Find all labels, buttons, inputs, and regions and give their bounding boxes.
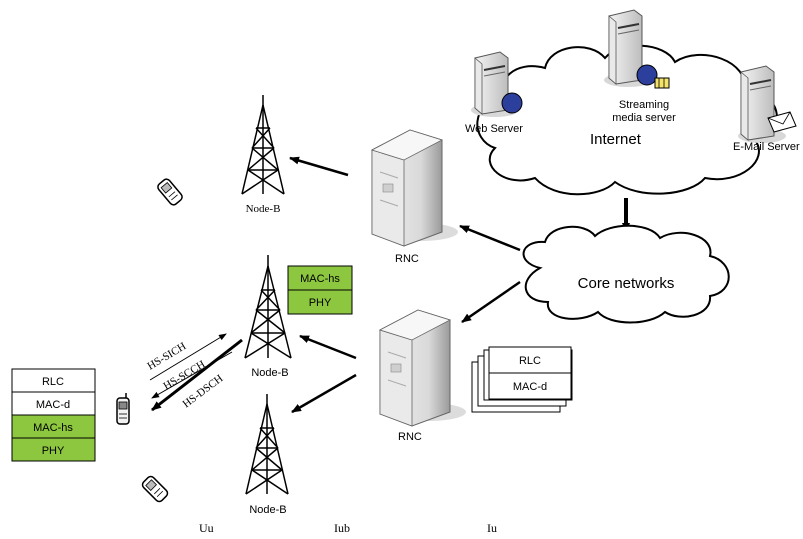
ue-stack: RLC MAC-d MAC-hs PHY <box>11 368 96 462</box>
interface-uu-label: Uu <box>199 521 214 535</box>
streaming-server-icon <box>604 9 670 89</box>
phone-top-icon <box>157 178 183 206</box>
node-b-middle-label: Node-B <box>251 367 288 379</box>
arrow-hs-sich <box>149 333 227 381</box>
email-server-label: E-Mail Server <box>733 141 800 153</box>
arrow-core-rnc-top <box>459 224 521 252</box>
core-networks-cloud <box>522 224 730 324</box>
arrow-rnc-nodeb-top <box>289 156 349 177</box>
rnc-layer-rlc-box <box>488 346 572 374</box>
interface-iub-label: Iub <box>334 521 350 535</box>
node-b-layer-machs-box <box>287 265 353 291</box>
rnc-layer-rlc: RLC <box>519 355 541 367</box>
web-server-label: Web Server <box>465 123 523 135</box>
tower-middle-icon <box>244 255 292 359</box>
rnc-bottom-label: RNC <box>398 431 422 443</box>
ue-layer-macd: MAC-d <box>36 399 70 411</box>
arrow-hs-dsch <box>151 338 243 412</box>
email-server-icon <box>738 65 797 143</box>
streaming-server-label-line2: media server <box>612 112 676 124</box>
web-server-icon <box>471 51 523 117</box>
node-b-stack: MAC-hs PHY <box>287 265 353 315</box>
tower-bottom-icon <box>245 394 289 495</box>
node-b-bottom-label: Node-B <box>249 504 286 516</box>
ue-layer-rlc: RLC <box>42 376 64 388</box>
phone-middle-icon <box>116 393 130 425</box>
node-b-layer-phy-box <box>287 289 353 315</box>
node-b-layer-machs: MAC-hs <box>300 273 340 285</box>
rnc-stack: RLC MAC-d <box>488 346 572 400</box>
rnc-top-icon <box>370 129 458 247</box>
internet-label: Internet <box>590 131 642 148</box>
rnc-bottom-icon <box>378 309 466 427</box>
streaming-server-label-line1: Streaming <box>619 99 669 111</box>
node-b-layer-phy: PHY <box>309 297 332 309</box>
arrow-rnc-nodeb-bottom <box>291 373 357 414</box>
core-networks-label: Core networks <box>578 275 675 292</box>
rnc-layer-macd: MAC-d <box>513 381 547 393</box>
rnc-top-label: RNC <box>395 253 419 265</box>
interface-iu-label: Iu <box>487 521 497 535</box>
ue-layer-phy: PHY <box>42 445 65 457</box>
hs-sich-label: HS-SICH <box>145 340 188 372</box>
arrow-core-rnc-bottom <box>461 280 521 324</box>
arrow-rnc-nodeb-middle <box>299 334 357 360</box>
rnc-layer-macd-box <box>488 372 572 400</box>
phone-bottom-icon <box>141 475 169 503</box>
tower-top-icon <box>241 95 285 195</box>
node-b-top-label: Node-B <box>246 203 281 215</box>
ue-layer-machs: MAC-hs <box>33 422 73 434</box>
ue-layer-phy-box <box>11 437 96 462</box>
